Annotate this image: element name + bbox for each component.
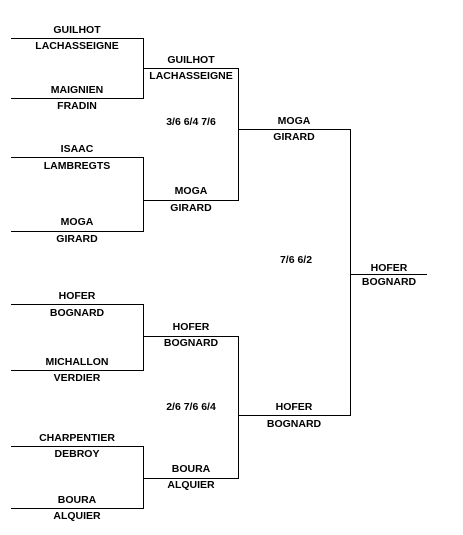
r1m2-bottom-player2: GIRARD	[56, 233, 98, 245]
winner-player1: HOFER	[370, 262, 408, 274]
r1m1-top-player1: GUILHOT	[53, 24, 101, 36]
r2m2-bottom-player2: ALQUIER	[167, 479, 215, 491]
r1m3-top-player1: HOFER	[58, 290, 96, 302]
final-top-player1: MOGA	[277, 115, 311, 127]
final-top-player2: GIRARD	[273, 131, 315, 143]
r1m1-bottom-player1: MAIGNIEN	[50, 84, 104, 96]
r1m4-bottom-player1: BOURA	[57, 494, 97, 506]
final-bottom-player1: HOFER	[275, 401, 313, 413]
r1m2-bottom-player1: MOGA	[60, 216, 94, 228]
final-bottom-player2: BOGNARD	[266, 418, 322, 430]
r2m1-bottom-player2: GIRARD	[170, 202, 212, 214]
r2m2-top-player1: HOFER	[172, 321, 210, 333]
r1m4-top-player2: DEBROY	[54, 448, 100, 460]
final-score: 7/6 6/2	[279, 254, 313, 266]
r2m1-top-player2: LACHASSEIGNE	[149, 70, 233, 82]
r1m1-top-player2: LACHASSEIGNE	[35, 40, 119, 52]
r1m3-top-player2: BOGNARD	[49, 307, 105, 319]
r2m1-top-player1: GUILHOT	[167, 54, 215, 66]
r2m2-bottom-player1: BOURA	[171, 463, 211, 475]
r2m2-top-player2: BOGNARD	[163, 337, 219, 349]
r2m1-bottom-player1: MOGA	[174, 185, 208, 197]
r2m1-score: 3/6 6/4 7/6	[166, 116, 216, 128]
r1m3-bottom-player1: MICHALLON	[45, 356, 109, 368]
r1m1-bottom-player2: FRADIN	[57, 100, 97, 112]
r2m2-score: 2/6 7/6 6/4	[166, 401, 216, 413]
r1m2-top-player2: LAMBREGTS	[43, 160, 111, 172]
r1m4-bottom-player2: ALQUIER	[53, 510, 101, 522]
r1m2-top-player1: ISAAC	[60, 143, 94, 155]
winner-player2: BOGNARD	[361, 276, 417, 288]
r1m3-bottom-player2: VERDIER	[53, 372, 101, 384]
r1m4-top-player1: CHARPENTIER	[39, 432, 115, 444]
